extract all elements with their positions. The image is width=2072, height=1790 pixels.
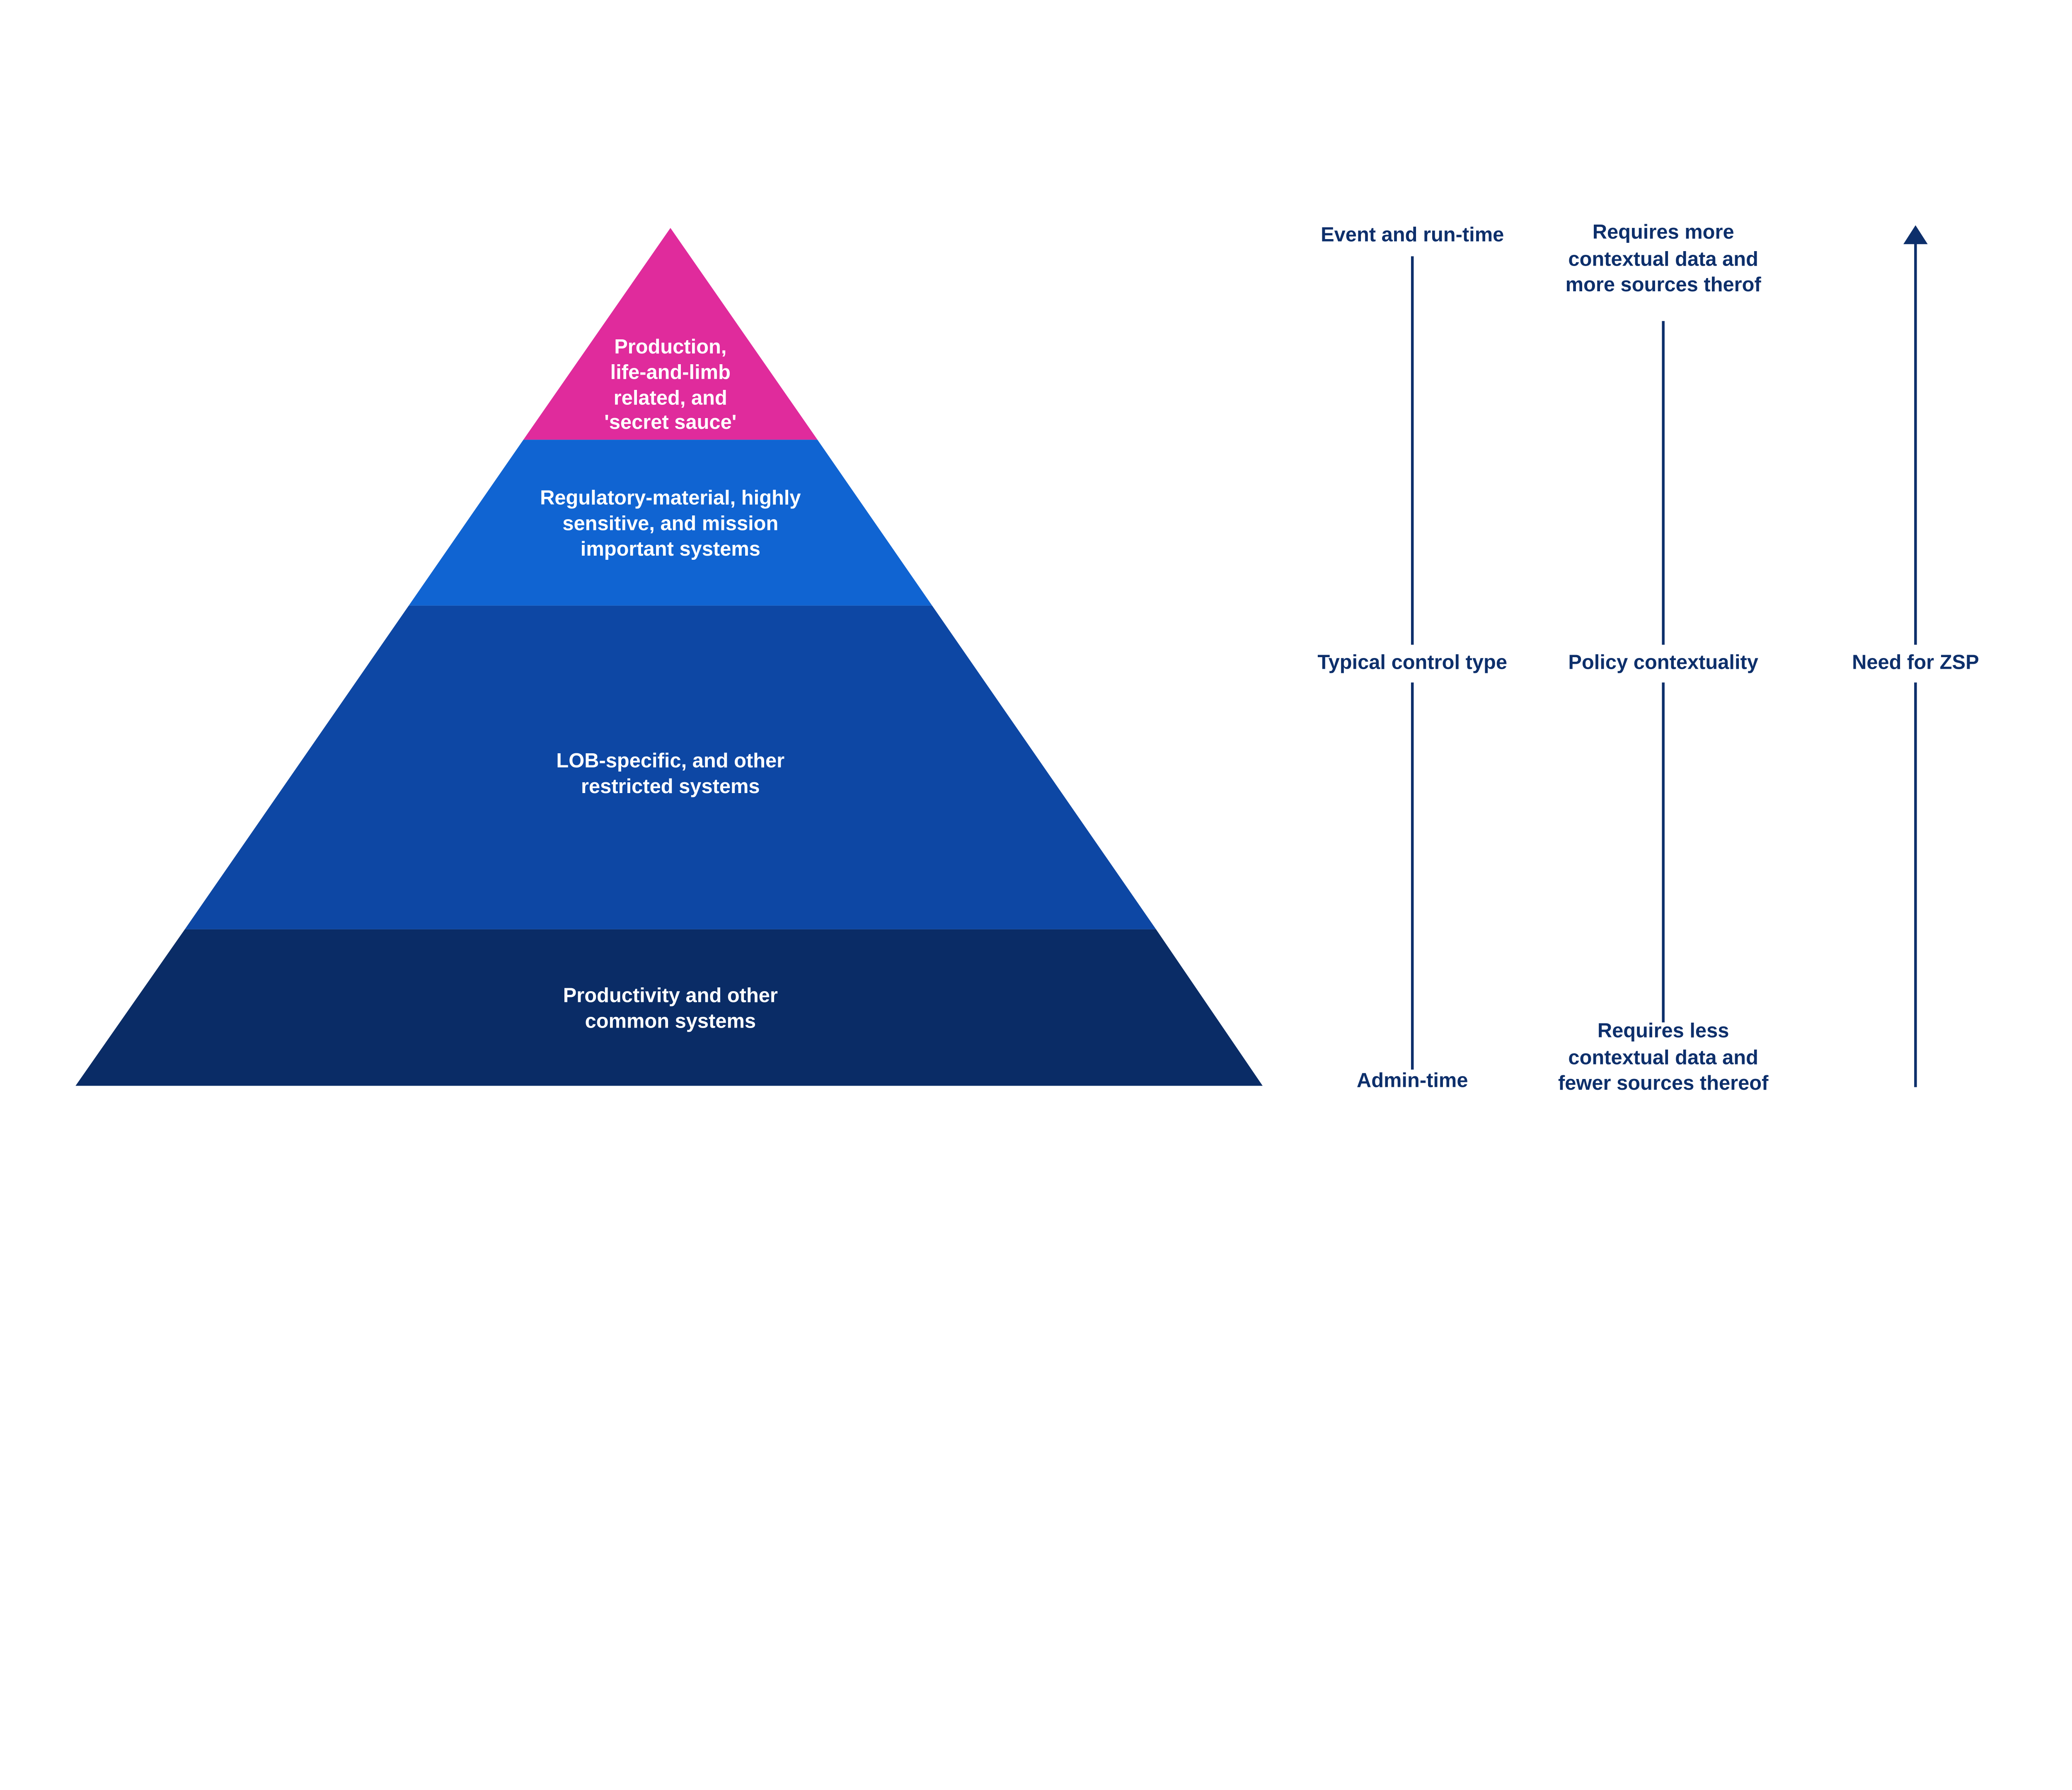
axis-control-type-middle-label: Typical control type xyxy=(1307,644,1518,682)
pyramid-tier-4-shape xyxy=(75,929,1263,1086)
axis-need-for-zsp-middle-label: Need for ZSP xyxy=(1841,644,1990,682)
axis-policy-contextuality-top-label: Requires more contextual data and more s… xyxy=(1565,221,1761,297)
pyramid-tier-2-shape xyxy=(409,440,932,606)
axis-policy-contextuality-bottom-label: Requires less contextual data and fewer … xyxy=(1558,1019,1769,1096)
diagram-stage: Production, life-and-limb related, and '… xyxy=(75,221,1990,1096)
axis-control-type-top-label: Event and run-time xyxy=(1321,224,1504,247)
axis-policy-contextuality-middle-label: Policy contextuality xyxy=(1557,644,1769,682)
up-arrow-icon xyxy=(1903,225,1928,244)
pyramid-tier-1-shape xyxy=(523,228,818,440)
axis-control-type-bottom-label: Admin-time xyxy=(1356,1069,1468,1093)
pyramid-tier-3-shape xyxy=(184,605,1156,929)
pyramid xyxy=(75,228,1263,1086)
